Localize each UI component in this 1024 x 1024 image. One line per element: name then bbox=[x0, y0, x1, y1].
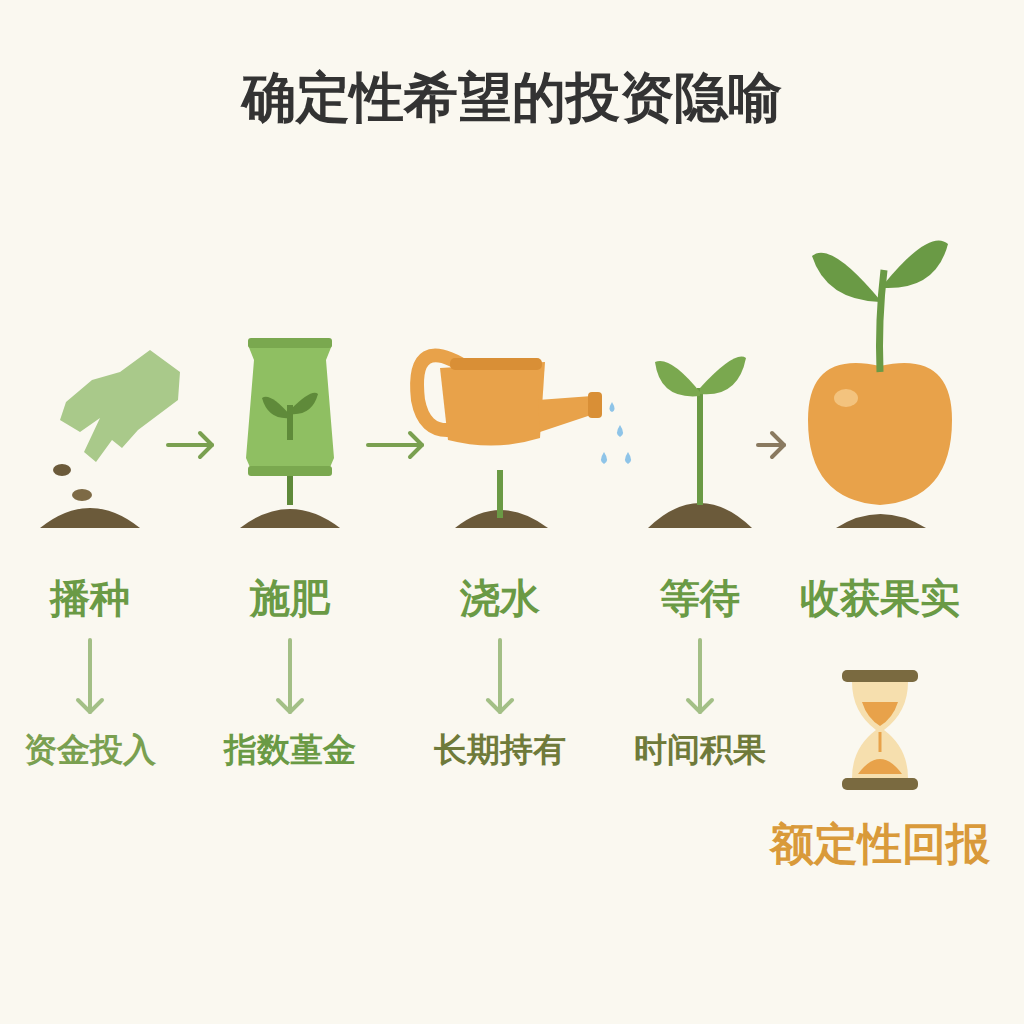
meaning-label: 指数堇金 bbox=[224, 730, 356, 770]
step-node: 播种 bbox=[20, 340, 160, 628]
sprout-icon bbox=[655, 357, 746, 505]
flow-arrow bbox=[688, 640, 712, 712]
meaning-node: 资金投入 bbox=[16, 726, 164, 774]
step-node: 施肥 bbox=[220, 340, 360, 628]
meaning-node: 指数堇金 bbox=[216, 726, 364, 774]
flow-arrow bbox=[758, 433, 784, 457]
fertilizer-bag-icon bbox=[246, 338, 334, 505]
meaning-node: 时间积果 bbox=[626, 726, 774, 774]
step-label: 浇水 bbox=[460, 574, 540, 622]
result-label: 额定性回报 bbox=[770, 815, 990, 874]
soil-mounds bbox=[40, 503, 926, 528]
flow-arrow bbox=[78, 640, 102, 712]
step-node: 等待 bbox=[650, 340, 750, 628]
watering-can-icon bbox=[417, 355, 631, 518]
fruit-icon bbox=[808, 240, 952, 505]
step-label: 施肥 bbox=[250, 574, 330, 622]
meaning-node: 长期持有 bbox=[426, 726, 574, 774]
meaning-label: 长期持有 bbox=[434, 730, 566, 770]
flow-arrow bbox=[168, 433, 212, 457]
flow-arrow bbox=[278, 640, 302, 712]
step-label: 收获果实 bbox=[800, 574, 960, 622]
diagram-title: 确定性希望的投资隐喻 bbox=[242, 62, 782, 135]
step-node: 收获果实 bbox=[792, 220, 968, 628]
step-label: 播种 bbox=[50, 574, 130, 622]
hand-icon bbox=[53, 350, 180, 501]
flow-arrow bbox=[488, 640, 512, 712]
hourglass-icon bbox=[842, 670, 918, 790]
meaning-label: 资金投入 bbox=[24, 730, 156, 770]
step-node: 浇水 bbox=[430, 340, 570, 628]
meaning-label: 时间积果 bbox=[634, 730, 766, 770]
flow-arrow bbox=[368, 433, 422, 457]
step-label: 等待 bbox=[660, 574, 740, 622]
